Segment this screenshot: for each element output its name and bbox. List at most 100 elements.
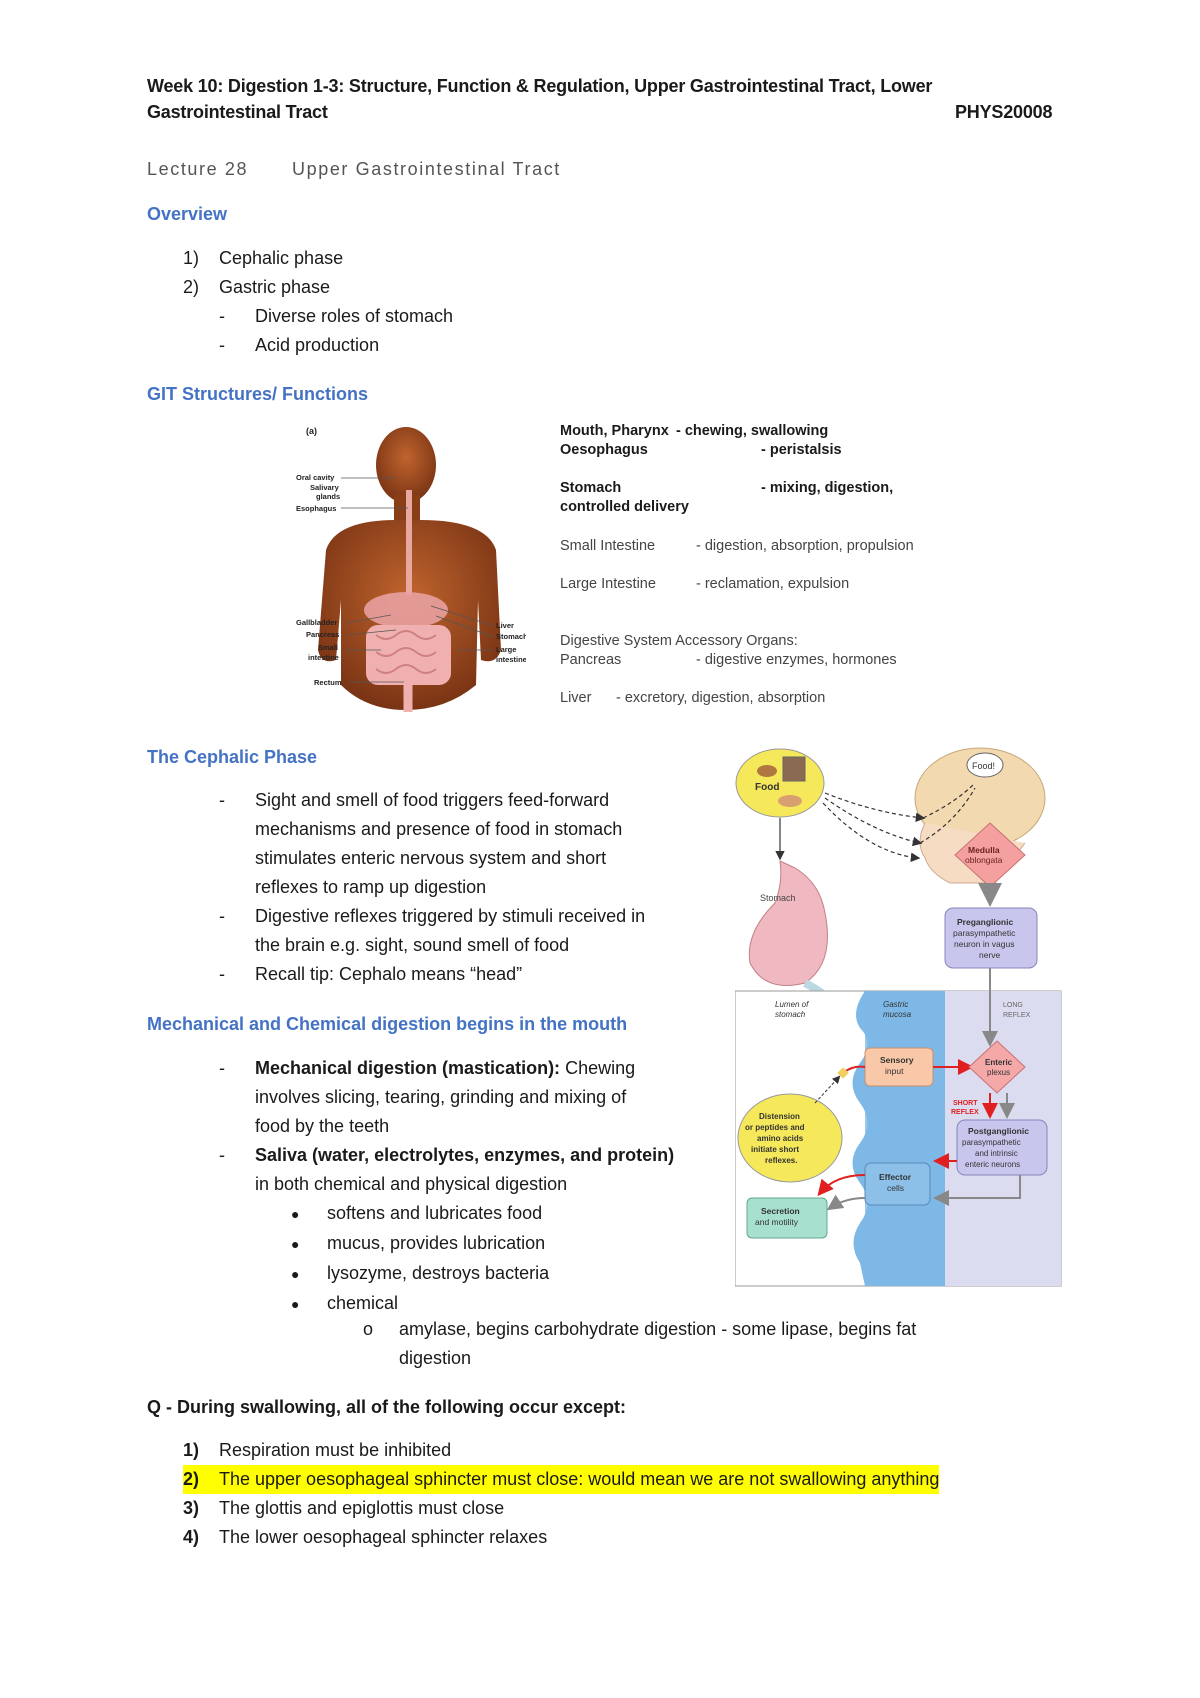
svg-text:mucosa: mucosa <box>883 1010 912 1019</box>
svg-text:Pancreas: Pancreas <box>306 630 339 639</box>
saliva-bullet: - Saliva (water, electrolytes, enzymes, … <box>219 1141 739 1199</box>
svg-text:intestine: intestine <box>496 655 526 664</box>
saliva-point: ● mucus, provides lubrication <box>291 1229 739 1259</box>
option-1: 1)Respiration must be inhibited <box>183 1436 1083 1465</box>
cephalic-heading: The Cephalic Phase <box>147 747 318 767</box>
saliva-point: ● chemical <box>291 1289 739 1319</box>
dash-bullet: - <box>219 306 225 326</box>
option-3: 3)The glottis and epiglottis must close <box>183 1494 1083 1523</box>
option-4: 4)The lower oesophageal sphincter relaxe… <box>183 1523 1083 1552</box>
round-bullet: ● <box>291 1236 300 1252</box>
function-row: controlled delivery <box>560 498 980 517</box>
function-row: Digestive System Accessory Organs: <box>560 632 980 651</box>
svg-text:Distension: Distension <box>759 1112 800 1121</box>
round-bullet: ● <box>291 1296 300 1312</box>
overview-item: 1)Cephalic phase <box>183 244 453 273</box>
svg-text:Esophagus: Esophagus <box>296 504 336 513</box>
bullet-line: the brain e.g. sight, sound smell of foo… <box>255 935 570 955</box>
svg-text:Stomach: Stomach <box>496 632 526 641</box>
svg-text:REFLEX: REFLEX <box>1003 1012 1031 1019</box>
svg-text:or peptides and: or peptides and <box>745 1123 805 1132</box>
function-label: - digestive enzymes, hormones <box>696 652 897 668</box>
svg-text:Rectum: Rectum <box>314 678 342 687</box>
subitem-label: Diverse roles of stomach <box>255 306 454 326</box>
option-number: 2) <box>183 1469 200 1489</box>
overview-item: 2) Gastric phase <box>183 273 453 302</box>
question-options: 1)Respiration must be inhibited 2) The up… <box>183 1436 1083 1552</box>
saliva-point: ● lysozyme, destroys bacteria <box>291 1259 739 1289</box>
svg-text:Sensory: Sensory <box>880 1055 914 1065</box>
svg-text:cells: cells <box>887 1183 904 1193</box>
bullet-line: Recall tip: Cephalo means “head” <box>255 964 523 984</box>
bullet-line: Mechanical digestion (mastication): Chew… <box>255 1054 739 1083</box>
chemical-subpoint: o amylase, begins carbohydrate digestion… <box>363 1315 1063 1373</box>
overview-subitem: - Acid production <box>183 331 453 360</box>
subitem-label: Acid production <box>255 335 380 355</box>
git-functions-list: Mouth, Pharynx - chewing, swallowing Oes… <box>560 422 980 708</box>
dash-bullet: - <box>219 335 225 355</box>
svg-text:glands: glands <box>316 492 340 501</box>
lecture-number: Lecture 28 <box>147 159 249 179</box>
function-row: Pancreas - digestive enzymes, hormones <box>560 651 980 670</box>
option-number: 4) <box>183 1527 200 1547</box>
svg-text:nerve: nerve <box>979 950 1001 960</box>
svg-text:Gastric: Gastric <box>883 1000 908 1009</box>
item-number: 2) <box>183 277 200 297</box>
function-label: - chewing, swallowing <box>676 423 829 439</box>
point-text: mucus, provides lubrication <box>327 1233 546 1253</box>
function-label: - excretory, digestion, absorption <box>616 690 826 706</box>
course-code: PHYS20008 <box>955 102 1053 122</box>
document-header-line2: Gastrointestinal Tract <box>147 102 328 122</box>
svg-text:Salivary: Salivary <box>310 483 340 492</box>
document-header-line1: Week 10: Digestion 1-3: Structure, Funct… <box>147 76 933 96</box>
option-text: The glottis and epiglottis must close <box>219 1498 505 1518</box>
svg-text:initiate short: initiate short <box>751 1145 799 1154</box>
mouth-digestion-heading: Mechanical and Chemical digestion begins… <box>147 1014 628 1034</box>
svg-text:Postganglionic: Postganglionic <box>968 1126 1029 1136</box>
svg-text:SHORT: SHORT <box>953 1100 978 1107</box>
cephalic-bullets: - Sight and smell of food triggers feed-… <box>219 786 719 989</box>
function-label: - digestion, absorption, propulsion <box>696 538 914 554</box>
overview-list: 1)Cephalic phase 2) Gastric phase - Divers… <box>183 244 453 360</box>
svg-text:intestine: intestine <box>308 653 339 662</box>
svg-text:neuron in vagus: neuron in vagus <box>954 939 1015 949</box>
option-text: The upper oesophageal sphincter must clo… <box>219 1469 940 1489</box>
subpoint-line: amylase, begins carbohydrate digestion -… <box>399 1319 917 1339</box>
svg-text:Secretion: Secretion <box>761 1206 800 1216</box>
svg-text:enteric neurons: enteric neurons <box>965 1160 1020 1169</box>
function-label: - mixing, digestion, <box>761 480 894 496</box>
function-row: Oesophagus - peristalsis <box>560 441 980 460</box>
bullet-line: mechanisms and presence of food in stoma… <box>255 819 623 839</box>
round-bullet: ● <box>291 1206 300 1222</box>
stomach-label: Stomach <box>760 893 796 903</box>
bullet-line: in both chemical and physical digestion <box>255 1174 568 1194</box>
point-text: chemical <box>327 1293 399 1313</box>
saliva-points: ● softens and lubricates food ● mucus, pro… <box>219 1199 739 1319</box>
svg-text:Large: Large <box>496 645 516 654</box>
bullet-text: Chewing <box>560 1058 636 1078</box>
function-row: Stomach - mixing, digestion, <box>560 479 980 498</box>
function-row: Small Intestine - digestion, absorption,… <box>560 537 980 556</box>
item-label: Gastric phase <box>219 277 331 297</box>
svg-text:Lumen of: Lumen of <box>775 1000 809 1009</box>
anatomy-figure: (a) Oral cavity Salivary glands Esophagu… <box>296 420 528 720</box>
round-bullet: ● <box>291 1266 300 1282</box>
dash-bullet: - <box>219 906 225 926</box>
bullet-line: reflexes to ramp up digestion <box>255 877 487 897</box>
svg-text:Gallbladder: Gallbladder <box>296 618 337 627</box>
point-text: lysozyme, destroys bacteria <box>327 1263 550 1283</box>
dash-bullet: - <box>219 964 225 984</box>
overview-subitem: - Diverse roles of stomach <box>183 302 453 331</box>
svg-text:amino acids: amino acids <box>757 1134 804 1143</box>
organ-label: Stomach <box>560 480 622 496</box>
point-text: softens and lubricates food <box>327 1203 543 1223</box>
git-heading: GIT Structures/ Functions <box>147 384 369 404</box>
bullet-line: food by the teeth <box>255 1116 390 1136</box>
svg-text:REFLEX: REFLEX <box>951 1109 979 1116</box>
dash-bullet: - <box>219 1058 225 1078</box>
function-row: Mouth, Pharynx - chewing, swallowing <box>560 422 980 441</box>
svg-text:parasympathetic: parasympathetic <box>953 928 1016 938</box>
svg-text:reflexes.: reflexes. <box>765 1156 797 1165</box>
dash-bullet: - <box>219 1145 225 1165</box>
organ-label: Large Intestine <box>560 576 656 592</box>
